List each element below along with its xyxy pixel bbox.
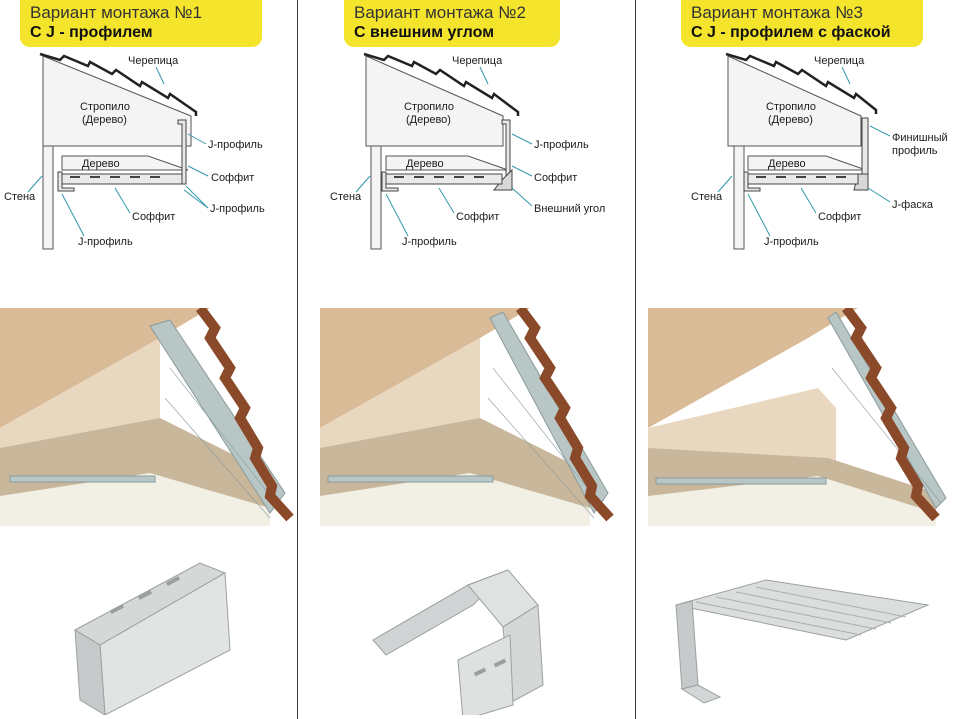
variant-2-title-method: С внешним углом <box>354 24 495 41</box>
label-bottom-profile: J-профиль <box>764 236 819 248</box>
outside-corner-part-icon <box>372 569 544 715</box>
label-rafter: Стропило <box>404 101 454 113</box>
label-soffit: Соффит <box>818 211 861 223</box>
label-soffit: Соффит <box>456 211 499 223</box>
label-soffit: Соффит <box>132 211 175 223</box>
label-roof: Черепица <box>128 55 179 67</box>
label-right-1: J-профиль <box>208 139 263 151</box>
label-rafter: Стропило <box>766 101 816 113</box>
label-right-2: Соффит <box>534 172 577 184</box>
variant-1-column: Вариант монтажа №1 С J - профилем Черепи… <box>0 0 297 719</box>
variant-2-column: Вариант монтажа №2 С внешним углом Череп… <box>298 0 635 719</box>
variant-1-diagram: Черепица Стропило (Дерево) Дерево Стена … <box>4 52 265 250</box>
label-right-2: Соффит <box>211 172 254 184</box>
label-bottom-profile: J-профиль <box>78 236 133 248</box>
variant-1-title-method: С J - профилем <box>30 24 153 41</box>
variant-3-diagram: Черепица Стропило (Дерево) Дерево Стена … <box>691 52 948 250</box>
label-wood: Дерево <box>406 158 444 170</box>
variant-2-title-number: Вариант монтажа №2 <box>354 3 526 22</box>
label-rafter-sub: (Дерево) <box>82 114 127 126</box>
variant-1-illustration <box>0 308 294 526</box>
label-wood: Дерево <box>768 158 806 170</box>
label-right-1: J-профиль <box>534 139 589 151</box>
variant-1-title: Вариант монтажа №1 С J - профилем <box>20 0 262 47</box>
label-roof: Черепица <box>452 55 503 67</box>
label-right-3: J-фаска <box>892 199 934 211</box>
label-rafter-sub: (Дерево) <box>406 114 451 126</box>
label-right-3: Внешний угол <box>534 203 605 215</box>
label-wall: Стена <box>691 191 723 203</box>
variant-3-column: Вариант монтажа №3 С J - профилем с фаск… <box>636 0 960 719</box>
variant-1-title-number: Вариант монтажа №1 <box>30 3 202 22</box>
label-right-1: Финишный <box>892 132 948 144</box>
variant-2-diagram: Черепица Стропило (Дерево) Дерево Стена … <box>330 52 605 250</box>
column-divider-1 <box>297 0 298 719</box>
variant-3-title-method: С J - профилем с фаской <box>691 24 891 41</box>
label-right-1b: профиль <box>892 145 938 157</box>
variant-3-title: Вариант монтажа №3 С J - профилем с фаск… <box>681 0 923 47</box>
variant-2-illustration <box>320 308 614 526</box>
j-chamfer-part-icon <box>675 579 930 704</box>
label-rafter: Стропило <box>80 101 130 113</box>
variant-2-title: Вариант монтажа №2 С внешним углом <box>344 0 560 47</box>
label-rafter-sub: (Дерево) <box>768 114 813 126</box>
variant-3-title-number: Вариант монтажа №3 <box>691 3 863 22</box>
label-bottom-profile: J-профиль <box>402 236 457 248</box>
label-wall: Стена <box>330 191 362 203</box>
j-profile-part-icon <box>73 562 231 715</box>
variant-3-illustration <box>648 308 947 526</box>
column-divider-2 <box>635 0 636 719</box>
label-roof: Черепица <box>814 55 865 67</box>
label-wood: Дерево <box>82 158 120 170</box>
label-right-3: J-профиль <box>210 203 265 215</box>
label-wall: Стена <box>4 191 36 203</box>
